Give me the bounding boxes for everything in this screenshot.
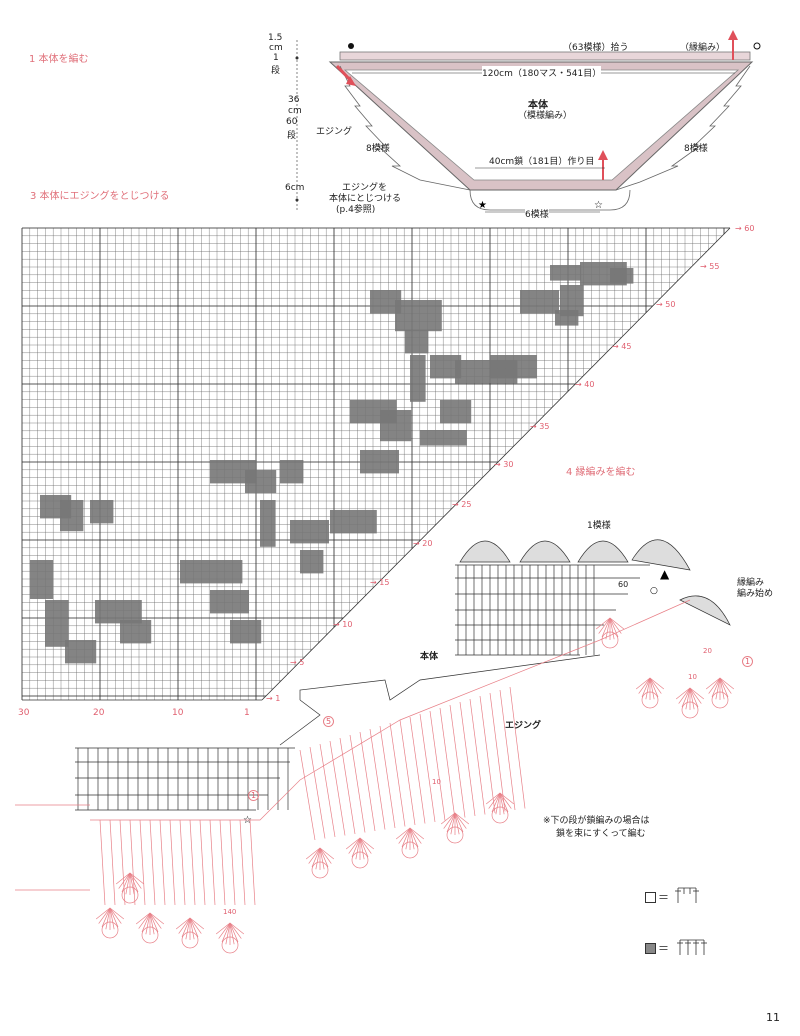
row-60-detail: 60 [618, 580, 629, 589]
h-mid-rows: 60 [286, 117, 298, 127]
star-outline-mark: ☆ [594, 200, 603, 211]
step3-heading: 3 本体にエジングをとじつける [30, 191, 170, 202]
start-label-2: 編み始め [737, 589, 774, 599]
h-top-rows-unit: 段 [271, 66, 281, 76]
row-label: → 25 [452, 500, 472, 509]
step4-heading: 4 縁編みを編む [566, 467, 636, 478]
note-1: ※下の段が鎖編みの場合は [543, 816, 650, 826]
pickup-arrow-head [728, 30, 738, 40]
border-label: （縁編み） [680, 43, 726, 53]
body-label: 本体 [420, 652, 439, 662]
star-outline-detail: ☆ [243, 815, 252, 826]
row-label: → 50 [656, 300, 676, 309]
row-label: → 1 [266, 694, 281, 703]
h-mid: 36 [288, 95, 300, 105]
bottom-repeat-label: 6模様 [525, 207, 549, 220]
row-label: → 15 [370, 578, 390, 587]
h-top: 1.5 [268, 33, 283, 43]
attach-note-2: 本体にとじつける [329, 194, 402, 204]
row-label: → 60 [735, 224, 755, 233]
width-top-label: 120cm（180マス・541目） [482, 66, 602, 79]
top-band [339, 51, 751, 61]
row-5-left: 5 [323, 716, 335, 727]
row-label: → 45 [612, 342, 632, 351]
right-repeat-label: 8模様 [684, 144, 708, 154]
h-bot: 6cm [285, 183, 305, 193]
edging-detail-label: エジング [505, 721, 542, 731]
page-number: 11 [766, 1011, 780, 1024]
legend-empty-square [645, 892, 656, 903]
svg-text:○: ○ [650, 586, 658, 596]
row-20-right: 20 [703, 647, 712, 655]
one-repeat-label: 1模様 [587, 521, 611, 531]
h-top-rows: 1 [273, 53, 279, 63]
col-label-20: 20 [93, 708, 105, 718]
start-label-1: 縁編み [737, 578, 765, 588]
legend-eq-1: ＝ [658, 891, 669, 904]
left-repeat-label: 8模様 [366, 144, 390, 154]
body-inner [343, 69, 740, 181]
row-label: → 55 [700, 262, 720, 271]
body-sub: （模様編み） [518, 111, 573, 121]
start-dot [348, 43, 354, 49]
row-label: → 40 [575, 380, 595, 389]
col-label-10: 10 [172, 708, 184, 718]
row-1-right: 1 [742, 656, 754, 667]
attach-note-1: エジングを [342, 183, 388, 193]
row-10-right: 10 [688, 673, 697, 681]
row-label: → 20 [413, 539, 433, 548]
h-mid-unit: cm [288, 106, 302, 116]
h-top-unit: cm [269, 43, 283, 53]
right-zigzag [615, 65, 751, 191]
pickup-label: （63模様）拾う [563, 43, 629, 53]
left-zigzag [339, 65, 471, 191]
row-label: → 5 [290, 658, 305, 667]
h-mid-rows-unit: 段 [287, 131, 297, 141]
start-triangle-mark: ▲ [660, 567, 670, 581]
col-label-1: 1 [244, 708, 250, 718]
row-10-left: 10 [432, 778, 441, 786]
row-label: → 10 [333, 620, 353, 629]
edging-label: エジング [316, 127, 353, 137]
legend-filled-square [645, 943, 656, 954]
row-label: → 30 [494, 460, 514, 469]
row-1-left: 1 [248, 790, 260, 801]
start-arrow-head [598, 150, 608, 160]
star-mark: ★ [478, 200, 487, 211]
end-dot [753, 42, 761, 50]
chain-start-label: 40cm鎖（181目）作り目 [489, 157, 595, 167]
row-label: → 35 [530, 422, 550, 431]
step1-heading: 1 本体を編む [29, 54, 89, 65]
attach-note-3: (p.4参照) [336, 205, 376, 215]
col-label-30: 30 [18, 708, 30, 718]
body-title: 本体 [528, 100, 548, 111]
legend-eq-2: ＝ [658, 942, 669, 955]
note-2: 鎖を束にすくって編む [556, 829, 646, 839]
row-140: 140 [223, 908, 237, 916]
bottom-curve [469, 189, 631, 211]
